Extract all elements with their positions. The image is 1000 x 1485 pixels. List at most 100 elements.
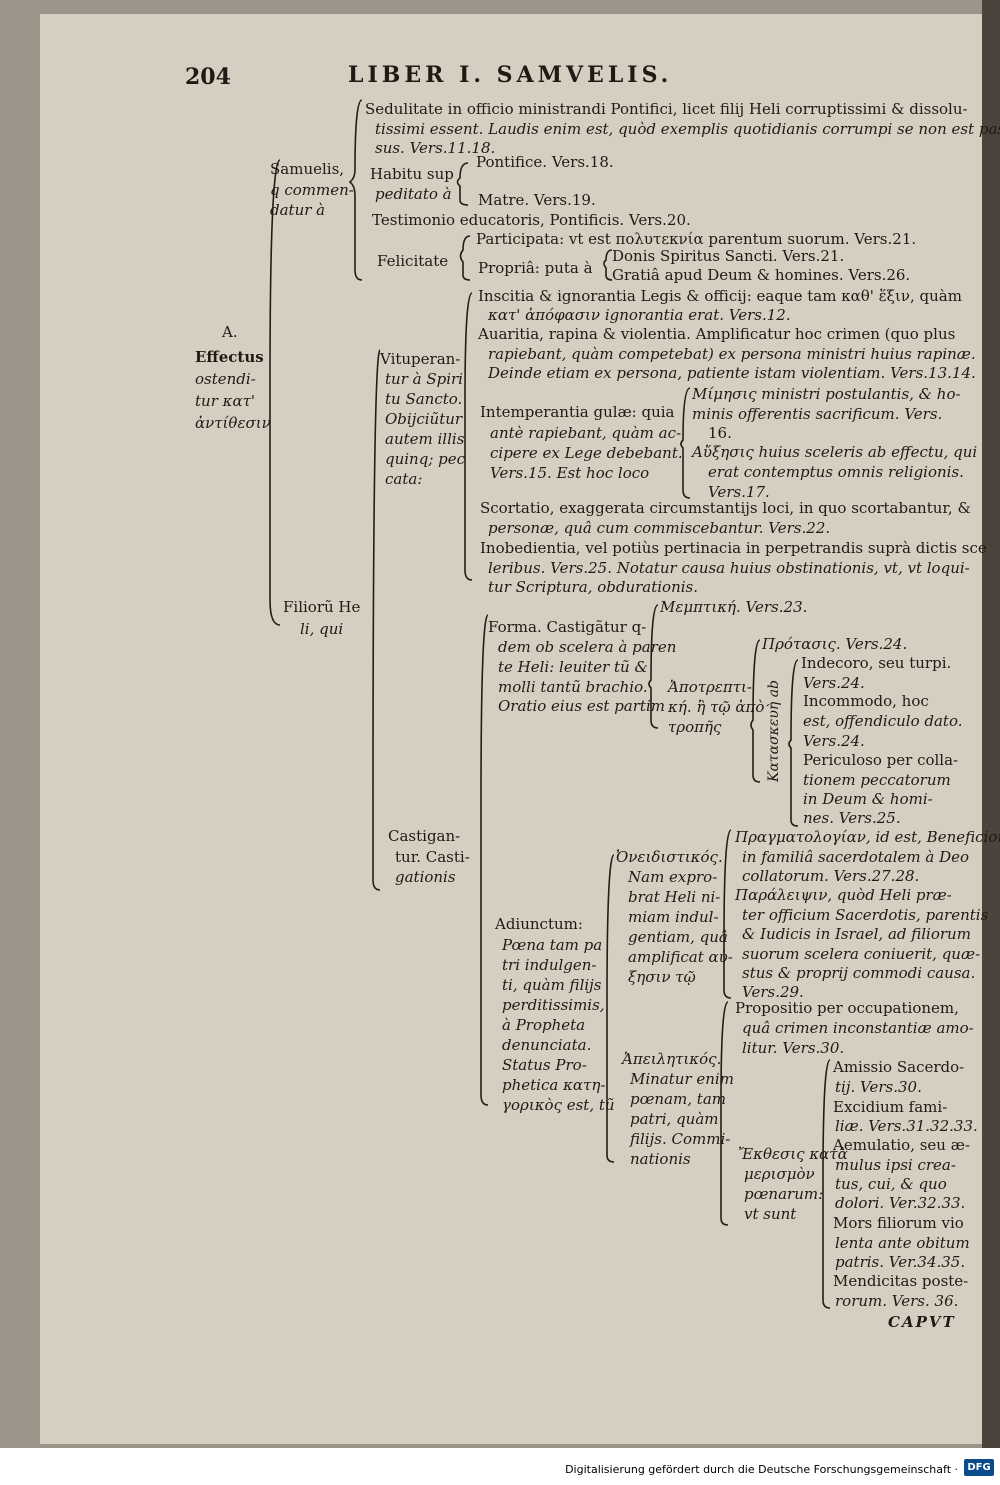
incommodo-0: Incommodo, hoc xyxy=(803,692,929,710)
oneid-1: Nam expro- xyxy=(628,868,718,886)
samuel-label-1: q commen- xyxy=(270,181,354,199)
pragm-1: in familiâ sacerdotalem à Deo xyxy=(742,848,970,866)
apeil-4: filijs. Commi- xyxy=(630,1130,731,1148)
apeil-3: patri, quàm xyxy=(630,1110,719,1128)
forma-0: Forma. Castigãtur q- xyxy=(488,618,647,636)
periculoso-2: in Deum & homi- xyxy=(803,790,933,808)
root-letter: A. xyxy=(222,323,238,341)
apeil-5: nationis xyxy=(630,1150,691,1168)
periculoso-3: nes. Vers.25. xyxy=(803,809,901,827)
paral-4: stus & proprij commodi causa. xyxy=(742,964,976,982)
apotrep-0: Ἀποτρεπτι- xyxy=(668,678,752,696)
periculoso-0: Periculoso per colla- xyxy=(803,751,959,769)
propria: Propriâ: puta à xyxy=(478,259,593,277)
forma-2: te Heli: leuiter tũ & xyxy=(498,658,648,676)
apotrep-2: τροπῆς xyxy=(668,718,722,736)
vituper-4: autem illis xyxy=(385,430,465,448)
inscitia-0: Inscitia & ignorantia Legis & officij: e… xyxy=(478,287,962,305)
vituper-6: cata: xyxy=(385,470,423,488)
intemp-3: Vers.15. Est hoc loco xyxy=(490,464,650,482)
testimonio: Testimonio educatoris, Pontificis. Vers.… xyxy=(372,211,691,229)
sedulitate-2: sus. Vers.11.18. xyxy=(375,139,496,157)
avaritia-2: Deinde etiam ex persona, patiente istam … xyxy=(488,364,976,382)
vituper-5: quinq; pec xyxy=(385,450,466,468)
excidium-1: liæ. Vers.31.32.33. xyxy=(835,1117,978,1135)
propos-0: Propositio per occupationem, xyxy=(735,999,959,1017)
pragm-0: Πραγματολογίαν, id est, Beneficiorum xyxy=(735,828,1000,846)
mors-2: patris. Ver.34.35. xyxy=(835,1253,966,1271)
incommodo-2: Vers.24. xyxy=(803,732,865,750)
ekth-1: μερισμὸν xyxy=(744,1165,815,1183)
amissio-1: tij. Vers.30. xyxy=(835,1078,922,1096)
samuel-label-0: Samuelis, xyxy=(270,160,345,178)
paral-5: Vers.29. xyxy=(742,983,804,1001)
mendic-1: rorum. Vers. 36. xyxy=(835,1292,959,1310)
root-line-0: Effectus xyxy=(195,348,264,366)
ekth-0: Ἔκθεσις κατὰ xyxy=(738,1145,848,1163)
filii-label-1: li, qui xyxy=(300,620,344,638)
adiunct-9: γορικὸς est, tũ xyxy=(502,1096,615,1114)
root-line-2: tur κατ' xyxy=(195,392,256,410)
aemul-2: tus, cui, & quo xyxy=(835,1175,947,1193)
paral-0: Παράλειψιν, quòd Heli præ- xyxy=(735,886,952,904)
vituper-2: tu Sancto. xyxy=(385,390,463,408)
castig-1: tur. Casti- xyxy=(395,848,470,866)
castig-2: gationis xyxy=(395,868,456,886)
oneid-6: ξησιν τῷ xyxy=(628,968,696,986)
sedulitate-1: tissimi essent. Laudis enim est, quòd ex… xyxy=(375,120,1000,138)
indecoro-0: Indecoro, seu turpi. xyxy=(801,654,952,672)
catchword: CAPVT xyxy=(888,1313,956,1331)
inobed-1: leribus. Vers.25. Notatur causa huius ob… xyxy=(488,559,970,577)
periculoso-1: tionem peccatorum xyxy=(803,771,951,789)
forma-4: Oratio eius est partim xyxy=(498,697,665,715)
memptike: Μεμπτική. Vers.23. xyxy=(660,598,808,616)
scortatio-0: Scortatio, exaggerata circumstantijs loc… xyxy=(480,499,971,517)
propos-1: quâ crimen inconstantiæ amo- xyxy=(742,1019,974,1037)
participata: Participata: vt est πολυτεκνία parentum … xyxy=(476,230,917,248)
root-line-3: ἀντίθεσιν xyxy=(195,414,271,432)
mimesis-1: minis offerentis sacrificum. Vers. xyxy=(692,405,943,423)
forma-3: molli tantũ brachio. xyxy=(498,678,648,696)
forma-1: dem ob scelera à paren xyxy=(498,638,677,656)
auxesis-0: Αὔξησις huius sceleris ab effectu, qui xyxy=(692,443,978,461)
auxesis-2: Vers.17. xyxy=(708,483,770,501)
book-binding xyxy=(982,0,1000,1485)
apeil-2: pœnam, tam xyxy=(630,1090,726,1108)
mors-1: lenta ante obitum xyxy=(835,1234,970,1252)
oneid-4: gentiam, quâ xyxy=(628,928,728,946)
oneid-5: amplificat αὐ- xyxy=(628,948,733,966)
kataskeue: Κατασκευὴ ab xyxy=(766,679,782,782)
apeil-0: Ἀπειλητικός. xyxy=(622,1050,722,1068)
excidium-0: Excidium fami- xyxy=(833,1098,948,1116)
inscitia-1: κατ' ἀπόφασιν ignorantia erat. Vers.12. xyxy=(488,306,791,324)
adiunct-4: perditissimis, xyxy=(502,996,605,1014)
mimesis-0: Μίμησις ministri postulantis, & ho- xyxy=(692,385,961,403)
vituper-3: Obijciũtur xyxy=(385,410,463,428)
pontifice: Pontifice. Vers.18. xyxy=(476,153,614,171)
adiunct-1: Pœna tam pa xyxy=(502,936,603,954)
scortatio-1: personæ, quâ cum commiscebantur. Vers.22… xyxy=(488,519,831,537)
root-line-1: ostendi- xyxy=(195,370,256,388)
amissio-0: Amissio Sacerdo- xyxy=(833,1058,965,1076)
digitization-note: Digitalisierung gefördert durch die Deut… xyxy=(565,1463,958,1476)
intemp-2: cipere ex Lege debebant. xyxy=(490,444,683,462)
aemul-1: mulus ipsi crea- xyxy=(835,1156,956,1174)
oneid-3: miam indul- xyxy=(628,908,719,926)
indecoro-1: Vers.24. xyxy=(803,674,865,692)
ekth-3: vt sunt xyxy=(744,1205,797,1223)
avaritia-0: Auaritia, rapina & violentia. Amplificat… xyxy=(478,325,956,343)
mimesis-2: 16. xyxy=(708,424,732,442)
page-number: 204 xyxy=(185,64,231,90)
adiunct-3: ti, quàm filijs xyxy=(502,976,602,994)
paral-3: suorum scelera coniuerit, quæ- xyxy=(742,945,981,963)
adiunct-5: à Propheta xyxy=(502,1016,586,1034)
avaritia-1: rapiebant, quàm competebat) ex persona m… xyxy=(488,345,976,363)
aemul-3: dolori. Ver.32.33. xyxy=(835,1194,966,1212)
gratia: Gratiâ apud Deum & homines. Vers.26. xyxy=(612,266,911,284)
matre: Matre. Vers.19. xyxy=(478,191,596,209)
dfg-logo-icon: DFG xyxy=(964,1459,994,1476)
footer-strip xyxy=(0,1448,1000,1485)
habitu-1: peditato à xyxy=(375,185,452,203)
filii-label-0: Filiorũ He xyxy=(283,598,361,616)
aemul-0: Aemulatio, seu æ- xyxy=(833,1136,970,1154)
